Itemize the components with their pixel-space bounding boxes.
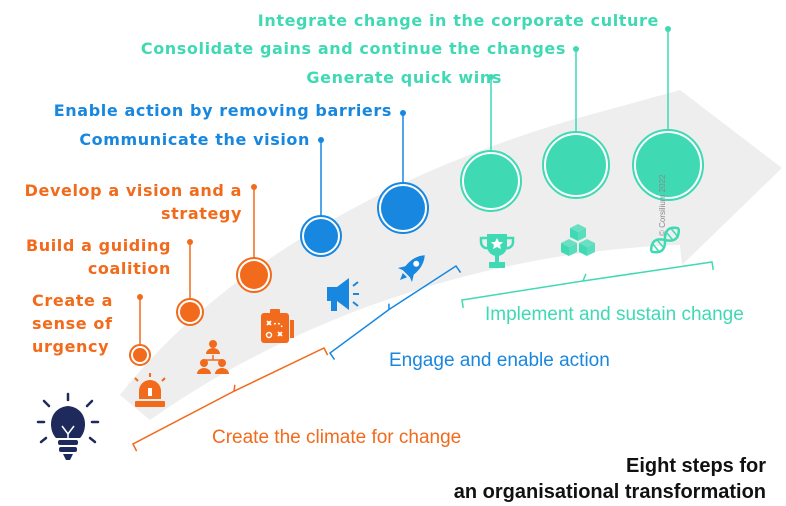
rocket-icon [397,255,425,283]
step-label-line: Enable action by removing barriers [53,101,392,120]
step-3 [236,184,272,293]
brace-engage [328,264,462,361]
cubes-icon [561,224,595,256]
step-circle [546,135,606,195]
team-icon [197,340,229,374]
step-label-4: Communicate the vision [79,128,310,151]
step-dot [137,294,143,300]
step-label-line: Integrate change in the corporate cultur… [257,11,659,30]
phase-label-engage: Engage and enable action [389,350,610,371]
step-label-line: sense of [32,314,113,333]
step-label-line: Communicate the vision [79,130,310,149]
siren-icon [134,373,166,407]
step-label-line: Consolidate gains and continue the chang… [140,39,566,58]
megaphone-icon [327,278,359,311]
step-dot [251,184,257,190]
step-label-3: Develop a vision and a strategy [25,179,242,225]
strategy-board-icon [261,309,294,343]
step-label-2: Build a guiding coalition [26,234,171,280]
step-label-1: Create a sense of urgency [32,289,113,358]
step-circle [464,154,518,208]
title-line-2: an organisational transformation [453,481,766,503]
step-circle [304,219,338,253]
phase-label-sustain: Implement and sustain change [485,304,744,325]
lightbulb-icon [36,392,100,460]
step-dot [400,110,406,116]
step-label-line: strategy [160,204,242,223]
step-dot [573,46,579,52]
step-label-line: Create a [32,291,113,310]
step-label-line: urgency [32,337,110,356]
step-dot [318,137,324,143]
step-2 [176,239,204,326]
brace-sustain [461,261,714,309]
step-label-line: Build a guiding [25,236,171,255]
step-dot [665,26,671,32]
step-6 [460,74,522,212]
step-4 [300,137,342,257]
brace-climate [131,347,329,452]
step-label-8: Integrate change in the corporate cultur… [258,9,659,32]
step-label-5: Enable action by removing barriers [54,99,392,122]
trophy-icon [479,234,515,268]
step-8 [632,26,704,201]
copyright-text: © Corsilium 2022 [658,174,667,236]
step-label-line: Develop a vision and a [24,181,242,200]
step-label-line: coalition [87,259,171,278]
step-circle [381,186,425,230]
step-7 [542,46,610,199]
step-dot [488,74,494,80]
step-label-7: Consolidate gains and continue the chang… [141,37,566,60]
step-5 [377,110,429,234]
dna-icon [649,226,681,254]
title-line-1: Eight steps for [625,455,766,477]
step-circle [636,133,700,197]
phase-label-climate: Create the climate for change [212,427,462,448]
step-dot [187,239,193,245]
step-circle [133,348,147,362]
step-label-line: Generate quick wins [306,68,502,87]
step-1 [129,294,151,366]
step-circle [180,302,200,322]
step-label-6: Generate quick wins [306,66,502,89]
step-circle [240,261,268,289]
